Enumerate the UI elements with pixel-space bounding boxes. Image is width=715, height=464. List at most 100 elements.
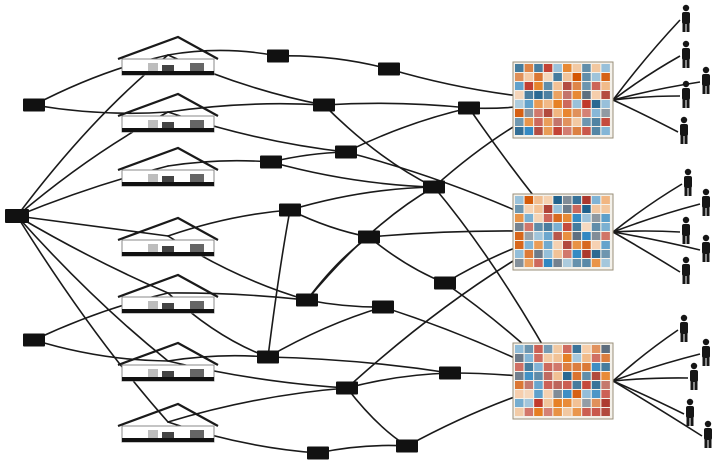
route-line <box>345 107 470 153</box>
person-leg <box>684 187 688 196</box>
person-head <box>702 66 710 74</box>
store-shelf-cell <box>534 390 543 398</box>
warehouse-sign <box>190 120 204 128</box>
truck-icon <box>23 333 45 347</box>
warehouse-icon <box>117 146 219 187</box>
store-shelf-cell <box>524 73 534 81</box>
store-shelf-cell <box>515 73 524 81</box>
store-shelf-cell <box>553 100 562 108</box>
store-shelf-cell <box>591 214 601 222</box>
store-shelf-cell <box>591 381 601 389</box>
store-shelf-cell <box>515 381 524 389</box>
store-shelf-cell <box>543 241 553 249</box>
route-line <box>33 104 169 115</box>
customer-icon <box>680 314 688 342</box>
route-line <box>270 151 347 163</box>
warehouse-window <box>162 303 174 309</box>
warehouse-base <box>122 252 214 256</box>
store-shelf-cell <box>601 82 610 90</box>
store-shelf-cell <box>534 354 543 362</box>
warehouse-sign <box>190 430 204 438</box>
store-shelf-cell <box>524 259 534 267</box>
store-shelf-cell <box>563 118 572 126</box>
store-shelf-cell <box>553 196 562 204</box>
truck-icon <box>5 209 29 223</box>
store-shelf-cell <box>563 381 572 389</box>
person-leg <box>702 253 706 262</box>
store-shelf-cell <box>601 64 610 72</box>
route-line <box>16 215 169 423</box>
person-body <box>680 124 688 136</box>
person-leg <box>682 275 686 284</box>
store-shelf-cell <box>515 399 524 407</box>
store-shelf-cell <box>543 91 553 99</box>
store-shelf-cell <box>515 259 524 267</box>
store-shelf-cell <box>515 118 524 126</box>
store-shelf-cell <box>582 363 591 371</box>
store-shelf-cell <box>591 205 601 213</box>
store-shelf-cell <box>534 82 543 90</box>
route-line <box>323 102 470 109</box>
person-leg <box>694 381 698 390</box>
customer-line <box>612 377 689 382</box>
store-shelf-cell <box>582 399 591 407</box>
store-shelf-cell <box>563 73 572 81</box>
store-shelf-cell <box>524 91 534 99</box>
store-shelf-cell <box>553 345 562 353</box>
store-shelf-cell <box>553 205 562 213</box>
store-shelf-cell <box>515 241 524 249</box>
store-shelf-cell <box>534 241 543 249</box>
store-shelf-cell <box>524 372 534 380</box>
store-shelf-cell <box>534 73 543 81</box>
store-shelf-cell <box>601 259 610 267</box>
route-line <box>167 49 279 57</box>
store-shelf-cell <box>543 118 553 126</box>
customer-line <box>612 231 681 273</box>
store-shelf-cell <box>572 390 582 398</box>
store-shelf-cell <box>601 223 610 231</box>
store-shelf-cell <box>572 109 582 117</box>
route-line <box>346 387 408 447</box>
store-shelf-cell <box>534 345 543 353</box>
store-shelf-cell <box>524 214 534 222</box>
route-line <box>368 236 446 284</box>
truck-icon <box>260 155 282 169</box>
store-shelf-cell <box>572 399 582 407</box>
store-shelf-cell <box>601 363 610 371</box>
customer-icon <box>702 338 710 366</box>
person-leg <box>686 235 690 244</box>
store-shelf-cell <box>515 109 524 117</box>
store-shelf-cell <box>582 73 591 81</box>
store-shelf-cell <box>534 196 543 204</box>
warehouse-base <box>122 438 214 442</box>
warehouse-window <box>162 246 174 252</box>
store-shelf-cell <box>534 214 543 222</box>
store-shelf-cell <box>572 408 582 416</box>
store-shelf-cell <box>582 381 591 389</box>
store-shelf-cell <box>591 232 601 240</box>
person-head <box>702 188 710 196</box>
person-head <box>702 234 710 242</box>
store-shelf-cell <box>591 399 601 407</box>
store-shelf-cell <box>582 109 591 117</box>
store-shelf-cell <box>524 223 534 231</box>
store-shelf-cell <box>524 241 534 249</box>
store-shelf-cell <box>543 381 553 389</box>
truck-icon <box>23 98 45 112</box>
store-shelf-cell <box>563 91 572 99</box>
person-head <box>680 314 688 322</box>
store-shelf-cell <box>582 82 591 90</box>
customer-line <box>612 99 679 133</box>
store-shelf-cell <box>601 250 610 258</box>
person-leg <box>690 381 694 390</box>
store-shelf-cell <box>534 259 543 267</box>
store-shelf-cell <box>515 64 524 72</box>
store-shelf-cell <box>563 82 572 90</box>
route-line <box>33 339 169 362</box>
route-line <box>16 54 169 217</box>
store-shelf-cell <box>515 354 524 362</box>
truck-icon <box>307 446 329 460</box>
store-shelf-cell <box>534 250 543 258</box>
store-shelf-cell <box>534 408 543 416</box>
